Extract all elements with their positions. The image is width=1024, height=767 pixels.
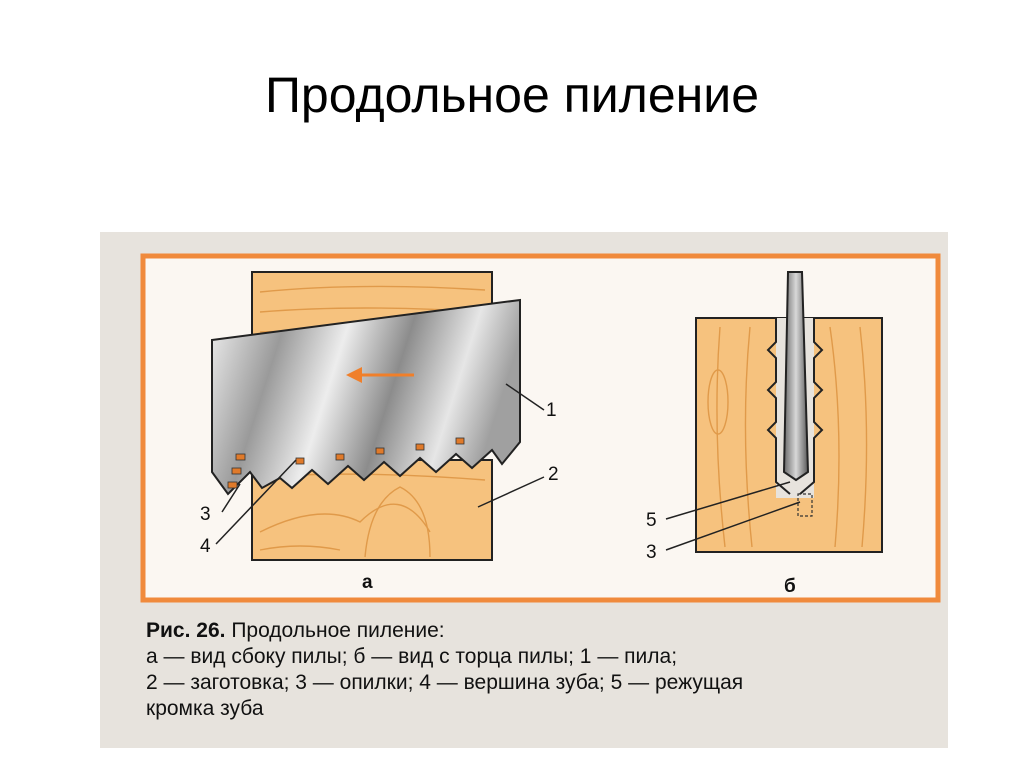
subfigure-label-a: а <box>362 572 373 593</box>
figure-panel: 1 2 3 4 5 3 а б <box>100 232 948 748</box>
motion-arrow <box>346 367 414 383</box>
caption-line-3: 2 — заготовка; 3 — опилки; 4 — вершина з… <box>146 671 744 694</box>
slide-title: Продольное пиление <box>264 67 760 123</box>
caption-line-2: а — вид сбоку пилы; б — вид с торца пилы… <box>146 645 678 668</box>
sawdust-chips <box>227 437 465 489</box>
wood-grain-b <box>707 326 868 548</box>
figure-caption: Рис. 26. Продольное пиление: а — вид сбо… <box>146 618 936 722</box>
label-workpiece: 2 <box>548 464 559 485</box>
caption-line-1: Рис. 26. Продольное пиление: <box>146 618 936 644</box>
saw-diagram <box>140 253 941 603</box>
caption-line-4: кромка зуба <box>146 697 264 720</box>
leader-lines-a <box>215 383 545 545</box>
caption-figure-number: Рис. 26. <box>146 619 226 642</box>
caption-title: Продольное пиление: <box>231 619 445 642</box>
label-sawdust-b: 3 <box>646 542 657 563</box>
label-sawdust-a: 3 <box>200 504 211 525</box>
label-tooth-tip: 4 <box>200 536 211 557</box>
label-saw: 1 <box>546 400 557 421</box>
subfigure-label-b: б <box>784 576 796 597</box>
label-cutting-edge: 5 <box>646 510 657 531</box>
saw-blade <box>211 298 521 496</box>
cutting-edge-outline <box>797 493 813 517</box>
leader-lines-b <box>665 481 801 551</box>
saw-blade-end <box>782 271 810 482</box>
